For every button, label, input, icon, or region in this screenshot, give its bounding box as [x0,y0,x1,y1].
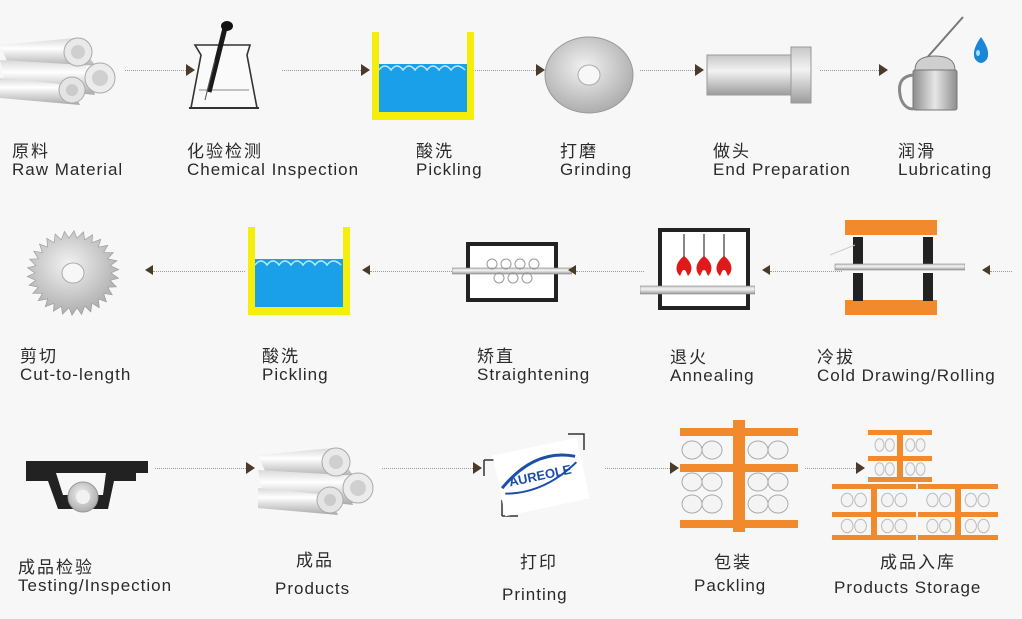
step-label-en: Pickling [262,365,329,384]
step-label-cn: 打印 [520,553,558,573]
flow-arrow [155,462,255,476]
step-label-en: Pickling [416,160,483,179]
step-cold-drawing: 冷拔 Cold Drawing/Rolling [815,215,1020,390]
step-pickling-2: 酸洗 Pickling [248,225,368,390]
step-lubricating: 润滑 Lubricating [895,15,1020,190]
step-chemical-inspection: 化验检测 Chemical Inspection [185,20,385,190]
step-label-en: Printing [502,585,568,604]
oil-can-icon [898,16,989,111]
inspection-gauge-icon [26,461,148,513]
pipes-icon [258,447,374,515]
step-label-en: Straightening [477,365,591,384]
step-label-cn: 冷拔 [817,348,855,368]
package-rack-icon [680,420,798,532]
flow-arrow [382,462,482,476]
step-cut-to-length: 剪切 Cut-to-length [18,225,163,390]
step-label-en: Lubricating [898,160,993,179]
step-products-storage: 成品入库 Products Storage [832,430,1020,605]
flow-arrow [640,64,704,78]
step-printing: AUREOLE 打印 Printing [480,430,610,605]
straightener-icon [452,242,572,302]
step-label-en: Testing/Inspection [18,576,173,595]
step-label-cn: 酸洗 [262,347,300,367]
step-label-cn: 原料 [12,142,50,162]
flow-arrow [568,265,644,279]
step-testing-inspection: 成品检验 Testing/Inspection [18,455,198,605]
step-label-en: Chemical Inspection [187,160,360,179]
step-label-cn: 退火 [670,348,708,368]
step-label-cn: 化验检测 [187,142,263,162]
step-label-en: Annealing [670,366,755,385]
step-label-en: Grinding [560,160,633,179]
step-grinding: 打磨 Grinding [543,35,653,190]
flow-arrow [805,462,865,476]
pipes-icon [0,37,116,105]
flow-arrow [145,265,245,279]
saw-blade-icon [26,230,120,316]
flow-arrow [762,265,842,279]
step-raw-material: 原料 Raw Material [0,30,140,190]
grinding-disc-icon [544,36,634,114]
furnace-icon [640,228,755,310]
beaker-icon [189,21,259,109]
step-label-cn: 成品入库 [880,553,956,573]
flow-arrow [362,265,458,279]
flow-arrow [475,64,545,78]
acid-tank-icon [248,227,350,315]
drawing-die-icon [829,220,965,315]
step-products: 成品 Products [258,440,388,605]
step-label-en: Products [275,579,351,598]
step-label-cn: 成品 [296,551,334,571]
step-label-en: End Preparation [713,160,851,179]
step-label-cn: 润滑 [898,142,936,162]
step-label-en: Cold Drawing/Rolling [817,366,996,385]
storage-rack-icon [832,430,998,540]
step-straightening: 矫直 Straightening [452,240,612,390]
acid-tank-icon [372,32,474,120]
step-label-cn: 包装 [714,553,752,573]
step-label-cn: 矫直 [477,347,515,367]
flow-arrow [282,64,370,78]
printing-icon: AUREOLE [483,433,590,517]
step-label-cn: 酸洗 [416,142,454,162]
step-end-preparation: 做头 End Preparation [705,45,875,190]
flow-arrow [982,265,1012,279]
step-label-cn: 剪切 [20,347,58,367]
step-label-cn: 打磨 [560,142,598,162]
step-label-en: Packling [694,576,767,595]
step-annealing: 退火 Annealing [640,228,790,390]
step-pickling: 酸洗 Pickling [372,30,492,190]
tube-end-icon [706,46,812,104]
step-label-en: Cut-to-length [20,365,132,384]
step-packing: 包装 Packling [678,420,818,605]
step-label-en: Products Storage [834,578,982,597]
step-label-en: Raw Material [12,160,124,179]
flow-arrow [125,64,195,78]
step-label-cn: 做头 [713,142,751,162]
flow-arrow [605,462,679,476]
step-label-cn: 成品检验 [18,558,94,578]
flow-arrow [820,64,888,78]
